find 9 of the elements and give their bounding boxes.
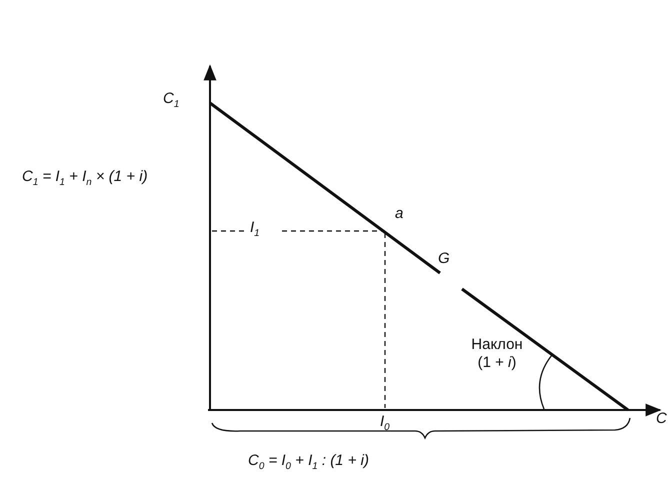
- point-label: a: [395, 205, 404, 223]
- formula-label: C$_{1}$ = I$_{1}$ + I$_{n}$ × (1 + i): [22, 168, 148, 189]
- axis-label: C: [656, 410, 667, 428]
- axis-label: I$_{0}$: [380, 413, 390, 434]
- axis-label: C$_{1}$: [163, 90, 180, 111]
- line-label: G: [438, 250, 450, 268]
- slope-label: Наклон (1 + i): [470, 336, 524, 372]
- formula-label: C$_{0}$ = I$_{0}$ + I$_{1}$ : (1 + i): [248, 452, 369, 473]
- axis-label: I$_{1}$: [250, 219, 260, 240]
